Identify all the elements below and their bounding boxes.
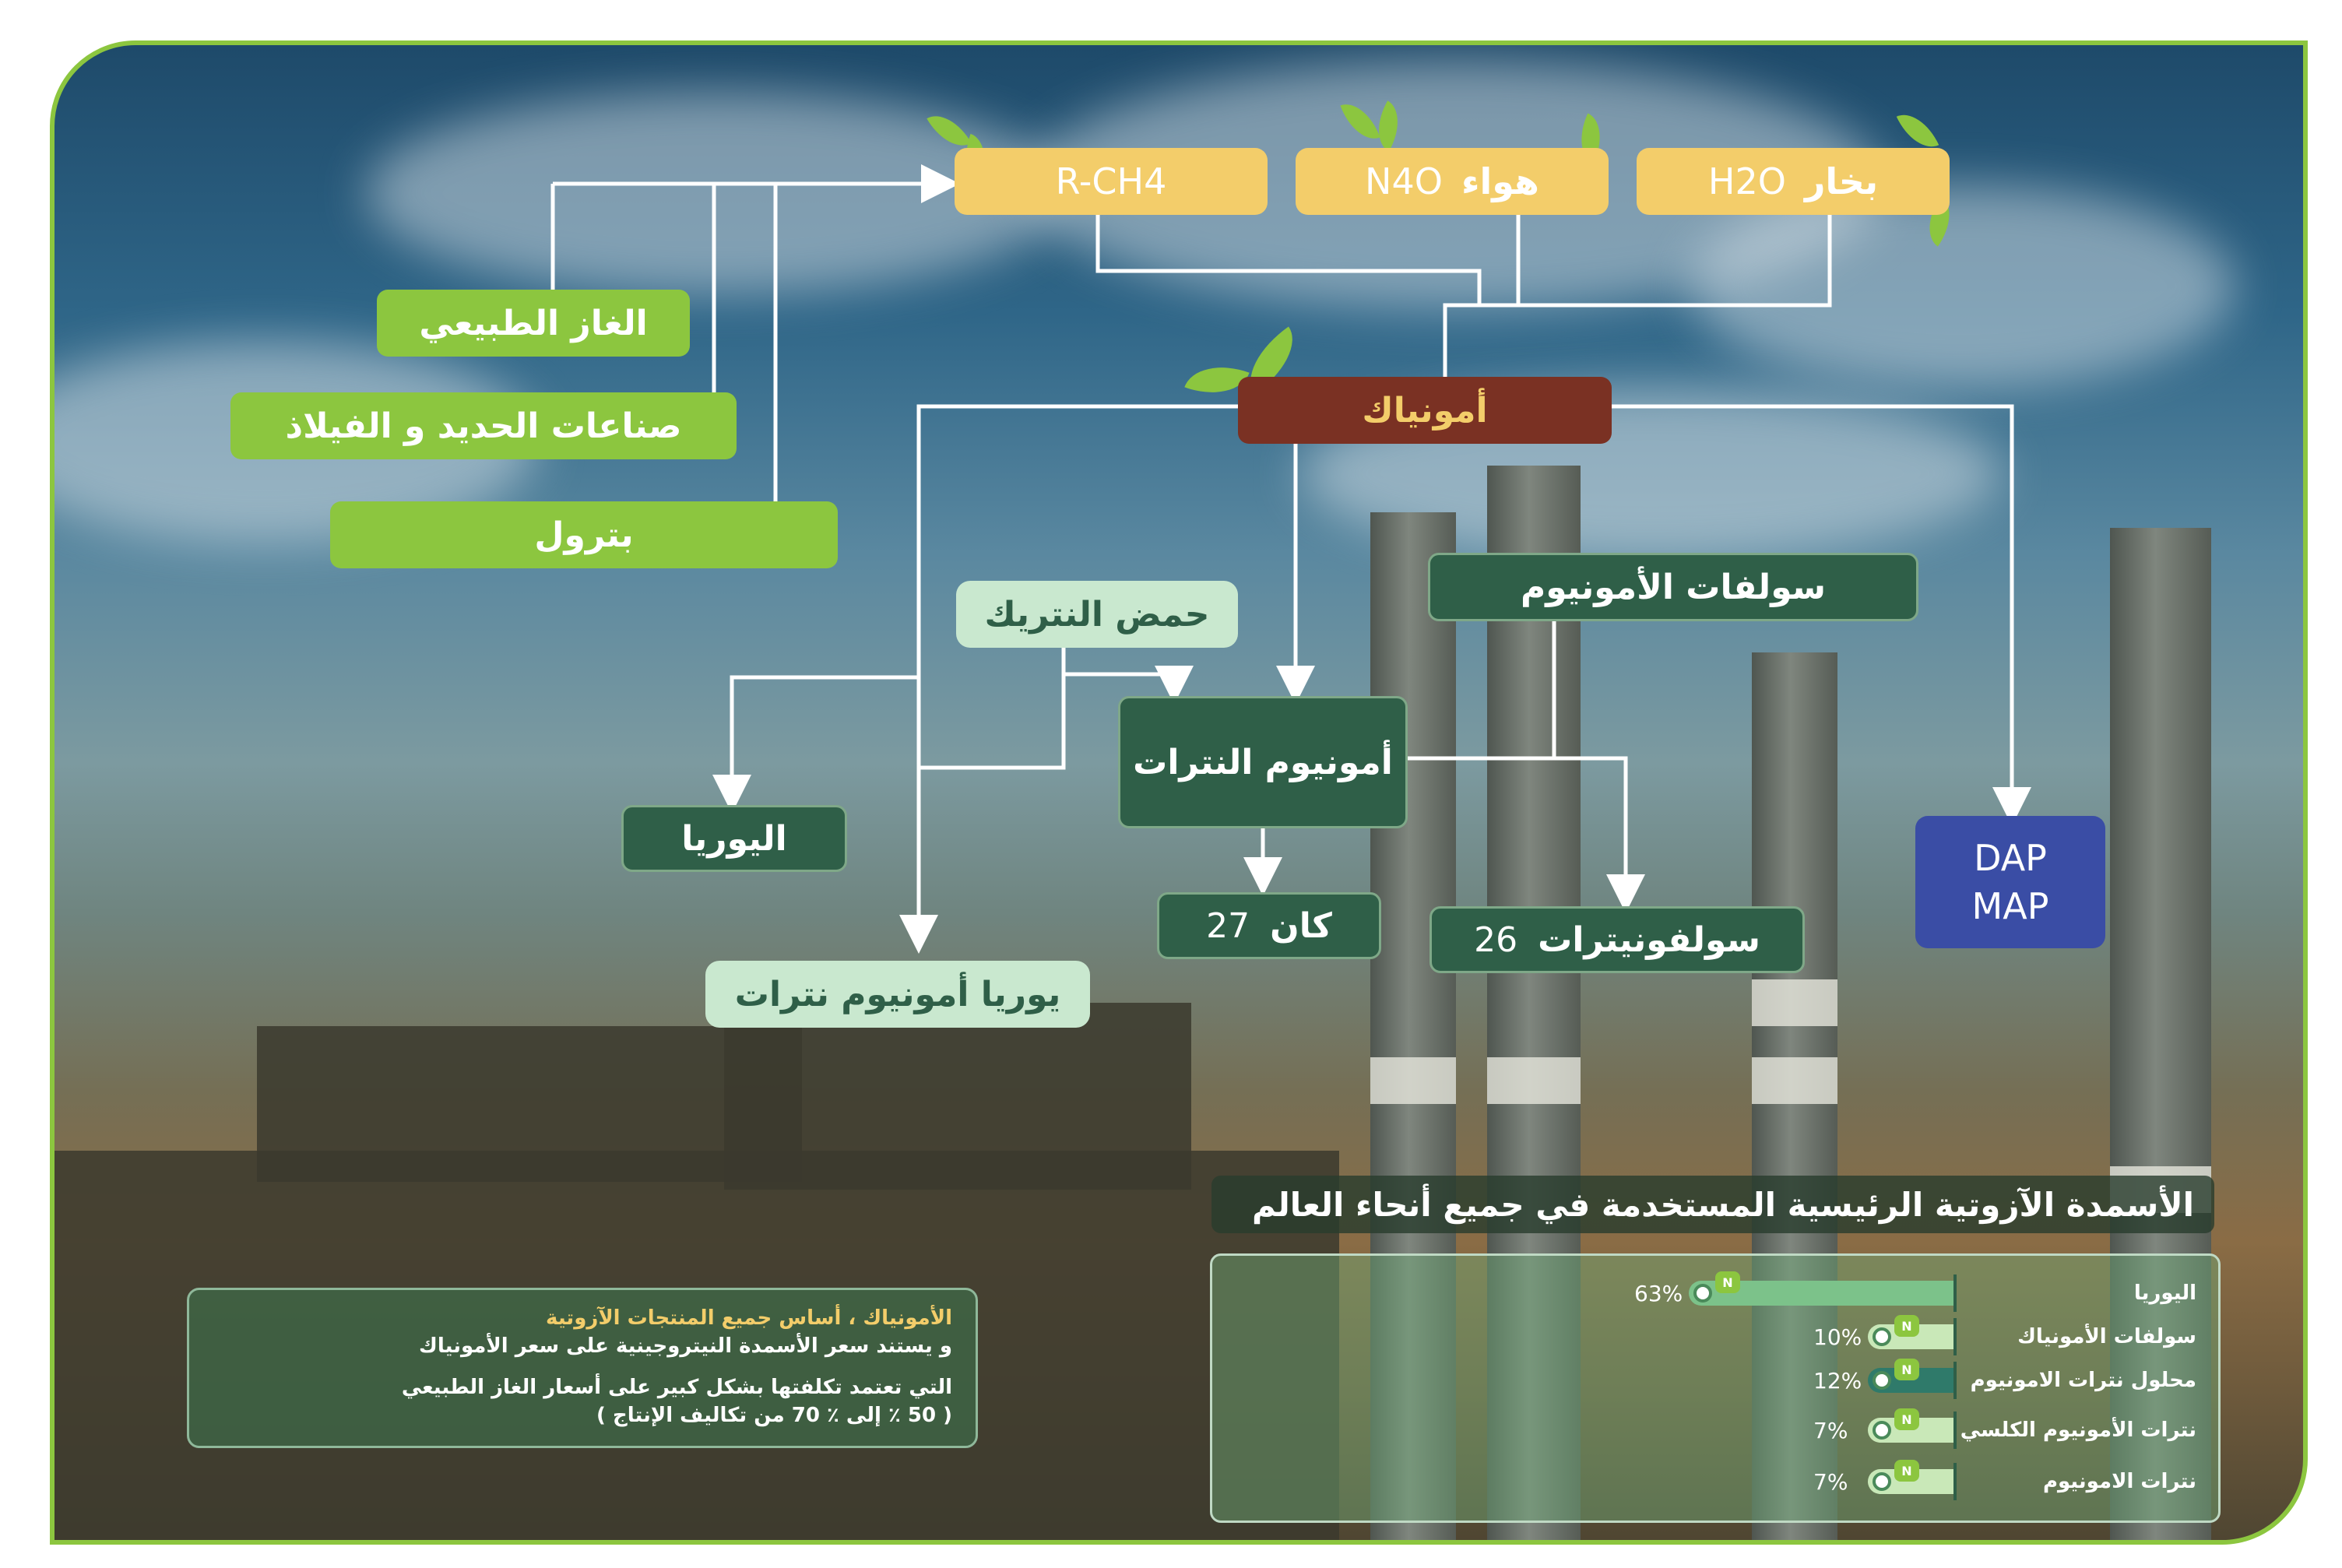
chart-row: اليوريا N 63% — [1212, 1271, 2218, 1312]
chart-value-label: 7% — [1813, 1417, 1848, 1443]
product-ammonium-nitrate: أمونيوم النترات — [1118, 696, 1408, 828]
smokestack — [1487, 466, 1581, 1540]
chart-value-label: 12% — [1813, 1367, 1862, 1394]
product-nitric-acid: حمض النتريك — [956, 581, 1238, 648]
smokestack — [1752, 652, 1837, 1540]
product-ammonium-sulfate: سولفات الأمونيوم — [1428, 553, 1918, 621]
input-air-label: هواء — [1461, 160, 1539, 202]
urea-an-label: يوريا أمونيوم نترات — [734, 974, 1061, 1014]
factory-silhouette — [257, 1026, 802, 1182]
chart-bar-marker — [1873, 1472, 1891, 1491]
chart-row: سولفات الأمونياك N 10% — [1212, 1315, 2218, 1355]
input-steam-label: بخار — [1804, 160, 1879, 202]
chart-title: الأسمدة الآزوتية الرئيسية المستخدمة في ج… — [1211, 1176, 2214, 1233]
dap-label: DAP — [1974, 836, 2047, 879]
ammonium-nitrate-label: أمونيوم النترات — [1133, 742, 1393, 782]
chart-bar-marker — [1693, 1284, 1712, 1303]
chart-category-label: محلول نترات الامونيوم — [1970, 1369, 2196, 1392]
chart-bar-marker — [1873, 1327, 1891, 1346]
chart-category-label: سولفات الأمونياك — [2017, 1325, 2196, 1348]
chart-category-label: نترات الامونيوم — [2042, 1470, 2196, 1493]
input-steam: بخار H2O — [1637, 148, 1950, 215]
chart-title-text: الأسمدة الآزوتية الرئيسية المستخدمة في ج… — [1252, 1185, 2194, 1224]
note-line-1: الأمونياك ، أساس جميع المنتجات الآزوتية — [546, 1306, 952, 1330]
chart-baseline-tick — [1953, 1318, 1957, 1355]
product-urea: اليوريا — [621, 805, 847, 872]
chart-panel: اليوريا N 63% سولفات الأمونياك N 10% محلول نتر… — [1210, 1253, 2221, 1523]
product-sulfonitrate: سولفونيترات 26 — [1429, 906, 1805, 973]
chart-row: محلول نترات الامونيوم N 12% — [1212, 1359, 2218, 1399]
nitric-acid-label: حمض النتريك — [984, 594, 1210, 635]
input-air: هواء N4O — [1296, 148, 1609, 215]
sulfonitrate-label: سولفونيترات — [1538, 919, 1760, 960]
chart-baseline-tick — [1953, 1362, 1957, 1399]
urea-label: اليوريا — [681, 818, 787, 859]
input-rch4: R-CH4 — [955, 148, 1268, 215]
note-line-2: و يستند سعر الأسمدة النيتروجينية على سعر… — [419, 1334, 952, 1359]
cloud — [1690, 185, 2235, 388]
chart-bar-marker — [1873, 1421, 1891, 1440]
chart-value-label: 7% — [1813, 1468, 1848, 1495]
ammonia-box: أمونياك — [1238, 377, 1612, 444]
can-value: 27 — [1206, 905, 1250, 946]
chart-value-label: 63% — [1634, 1280, 1683, 1306]
source-natural-gas: الغاز الطبيعي — [377, 290, 690, 357]
source-iron-steel: صناعات الحديد و الفيلاذ — [230, 392, 737, 459]
note-line-3: التي تعتمد تكلفتها بشكل كبير على أسعار ا… — [401, 1375, 952, 1399]
chart-bar-marker — [1873, 1371, 1891, 1390]
chart-baseline-tick — [1953, 1463, 1957, 1500]
fertilizer-bag-icon: N — [1715, 1271, 1740, 1293]
product-urea-ammonium-nitrate: يوريا أمونيوم نترات — [705, 961, 1090, 1028]
fertilizer-bag-icon: N — [1894, 1315, 1919, 1337]
sulfonitrate-value: 26 — [1474, 919, 1518, 960]
input-rch4-label: R-CH4 — [1055, 160, 1167, 202]
chart-category-label: نترات الأمونيوم الكلسي — [1960, 1419, 2196, 1442]
chart-value-label: 10% — [1813, 1324, 1862, 1350]
source-petroleum-label: بترول — [534, 515, 634, 555]
fertilizer-bag-icon: N — [1894, 1408, 1919, 1430]
fertilizer-bag-icon: N — [1894, 1460, 1919, 1482]
fertilizer-bag-icon: N — [1894, 1359, 1919, 1380]
ammonia-label: أمونياك — [1362, 390, 1488, 431]
source-petroleum: بترول — [330, 501, 838, 568]
chart-category-label: اليوريا — [2133, 1281, 2196, 1305]
input-air-formula: N4O — [1365, 160, 1443, 202]
chart-baseline-tick — [1953, 1412, 1957, 1449]
smokestack — [1370, 512, 1456, 1540]
chart-row: نترات الامونيوم N 7% — [1212, 1460, 2218, 1500]
input-steam-formula: H2O — [1707, 160, 1786, 202]
chart-baseline-tick — [1953, 1274, 1957, 1312]
can-label: كان — [1270, 905, 1332, 946]
map-label: MAP — [1971, 885, 2049, 927]
source-natural-gas-label: الغاز الطبيعي — [419, 303, 648, 343]
factory-silhouette — [724, 1003, 1191, 1190]
product-can: كان 27 — [1157, 892, 1381, 959]
ammonia-note: الأمونياك ، أساس جميع المنتجات الآزوتية … — [187, 1288, 978, 1448]
source-iron-steel-label: صناعات الحديد و الفيلاذ — [285, 406, 682, 446]
chart-row: نترات الأمونيوم الكلسي N 7% — [1212, 1408, 2218, 1449]
note-line-4: ( 50 ٪ إلى ٪ 70 من تكاليف الإنتاج ) — [596, 1404, 952, 1428]
product-dap-map: DAP MAP — [1915, 816, 2105, 948]
ammonium-sulfate-label: سولفات الأمونيوم — [1520, 567, 1827, 607]
